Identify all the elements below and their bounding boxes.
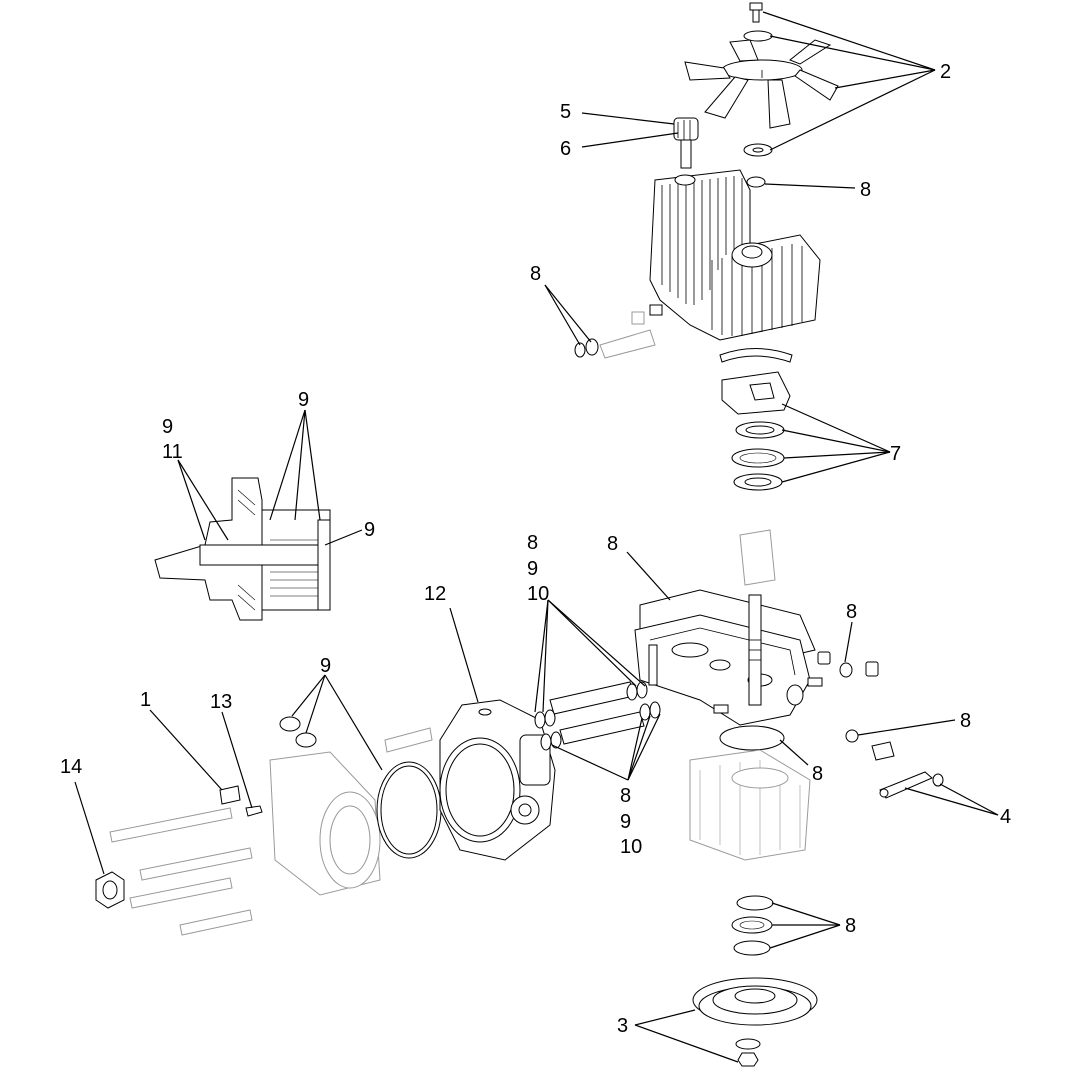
callout-9-sec-left: 9 xyxy=(162,416,173,438)
fan-bolt xyxy=(749,2,763,23)
callout-9-lower-group: 9 xyxy=(620,811,631,833)
control-lever xyxy=(879,771,944,799)
plug-washer-2 xyxy=(295,732,317,748)
callout-9-washers: 9 xyxy=(320,655,331,677)
fan-washer-top xyxy=(743,30,773,42)
callout-labels: 2 5 6 8 8 9 11 9 7 9 8 9 10 8 12 8 9 1 1… xyxy=(60,61,1011,1037)
center-oring xyxy=(719,725,785,751)
callout-12: 12 xyxy=(424,583,446,605)
callout-8-gasket: 8 xyxy=(607,533,618,555)
callout-8-fitting: 8 xyxy=(960,710,971,732)
upper-housing xyxy=(574,169,821,359)
top-shaft-bearing xyxy=(746,176,766,188)
center-section xyxy=(634,529,895,761)
pump-cylinders xyxy=(534,681,661,751)
callout-14: 14 xyxy=(60,756,82,778)
callout-5: 5 xyxy=(560,101,571,123)
callout-6: 6 xyxy=(560,138,571,160)
plug-washer-1 xyxy=(279,716,301,732)
callout-9-sec-top: 9 xyxy=(298,389,309,411)
fan-assembly xyxy=(684,2,839,188)
callout-8-upper-group: 8 xyxy=(527,532,538,554)
axle-cross-section xyxy=(154,477,331,621)
callout-9-upper-group: 9 xyxy=(527,558,538,580)
callout-13: 13 xyxy=(210,691,232,713)
wheel-motor-assembly xyxy=(95,716,442,936)
callout-7: 7 xyxy=(890,443,901,465)
callout-2: 2 xyxy=(940,61,951,83)
callout-8-right-oring: 8 xyxy=(846,601,857,623)
bottom-bearing-stack xyxy=(731,895,774,956)
side-seal-2 xyxy=(585,338,599,356)
vent-cap xyxy=(673,117,699,169)
callout-1: 1 xyxy=(140,689,151,711)
callout-8-top: 8 xyxy=(860,179,871,201)
callout-9-sec-right: 9 xyxy=(364,519,375,541)
callout-10-upper-group: 10 xyxy=(527,583,549,605)
callout-11: 11 xyxy=(162,441,183,463)
callout-3: 3 xyxy=(617,1015,628,1037)
side-seal-1 xyxy=(574,342,586,358)
lower-housing xyxy=(689,749,811,861)
callout-8-center-oring: 8 xyxy=(812,763,823,785)
callout-8-lower-group: 8 xyxy=(620,785,631,807)
callout-10-lower-group: 10 xyxy=(620,836,642,858)
callout-8-bottom-bearings: 8 xyxy=(845,915,856,937)
callout-8-side-seals: 8 xyxy=(530,263,541,285)
fan-blades xyxy=(684,39,839,129)
pulley xyxy=(692,977,818,1067)
leader-lines xyxy=(74,11,999,1063)
thrust-bearing-stack xyxy=(719,348,793,491)
callout-4: 4 xyxy=(1000,806,1011,828)
pump-housing xyxy=(384,699,556,861)
